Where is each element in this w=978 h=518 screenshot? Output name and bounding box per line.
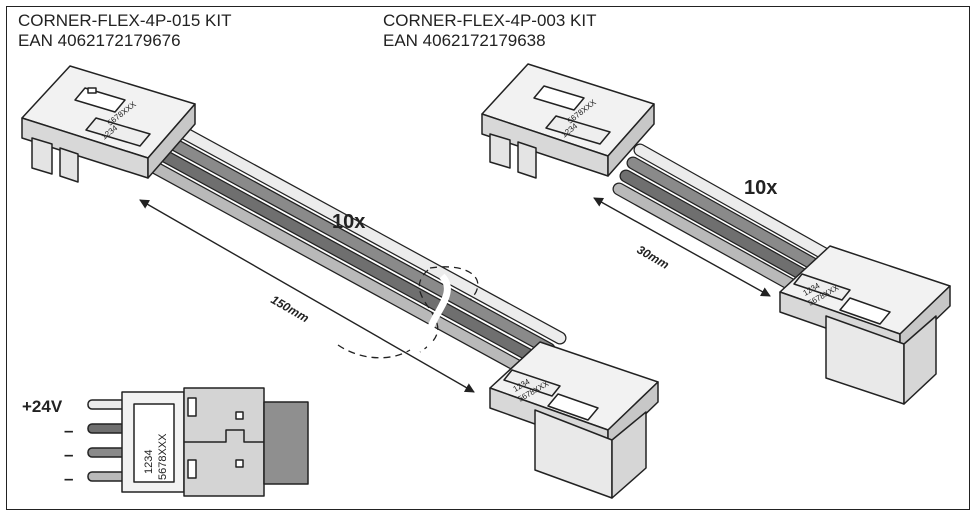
kit-1-cable (139, 121, 567, 393)
kit-1-length: 150mm (269, 292, 312, 325)
kit-1-quantity: 10x (332, 211, 365, 233)
kit-1-right-connector: 1234 5678XXX (489, 341, 659, 499)
pin-plus-24v: +24V (22, 397, 63, 416)
kit-2-ean: EAN 4062172179638 (383, 31, 546, 50)
kit-2-cable (593, 143, 839, 301)
diagram-frame (6, 6, 970, 510)
kit-2-length-arrow (593, 197, 771, 297)
kit-2-quantity: 10x (744, 177, 777, 199)
kit-1-name: CORNER-FLEX-4P-015 KIT (18, 11, 232, 30)
kit-2-label: CORNER-FLEX-4P-003 KIT EAN 4062172179638 (383, 11, 597, 51)
kit-1-ean: EAN 4062172179676 (18, 31, 181, 50)
kit-1-length-arrow (139, 199, 475, 393)
pin-minus-2: – (64, 445, 73, 464)
pinout-inset: 1234 5678XXX (87, 387, 309, 497)
pin-minus-3: – (64, 469, 73, 488)
kit-1-left-connector: 1234 5678XXX (21, 65, 196, 183)
kit-2-right-connector: 1234 5678XXX (779, 245, 951, 405)
kit-2-left-connector: 1234 5678XXX (481, 63, 655, 179)
pin-minus-1: – (64, 421, 73, 440)
svg-text:5678XXX: 5678XXX (157, 433, 169, 480)
kit-2-name: CORNER-FLEX-4P-003 KIT (383, 11, 597, 30)
kit-2-length: 30mm (635, 242, 672, 272)
svg-text:1234: 1234 (143, 450, 155, 474)
kit-1-label: CORNER-FLEX-4P-015 KIT EAN 4062172179676 (18, 11, 232, 51)
